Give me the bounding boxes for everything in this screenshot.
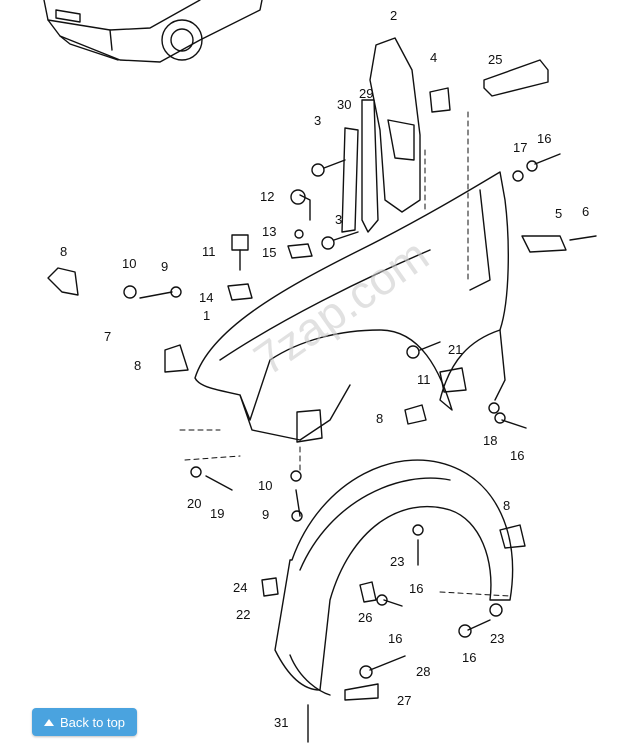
back-to-top-button[interactable]: Back to top [32,708,138,736]
callout: 8 [134,358,141,373]
callout: 26 [358,610,372,625]
callout: 9 [161,259,168,274]
callout: 16 [388,631,402,646]
callout-labels: 1 2 3 3 4 5 6 8 8 8 8 9 9 10 10 11 11 12… [60,8,589,730]
callout: 5 [555,206,562,221]
callout: 10 [258,478,272,493]
callout: 10 [122,256,136,271]
callout: 19 [210,506,224,521]
callout: 30 [337,97,351,112]
callout: 8 [376,411,383,426]
callout: 22 [236,607,250,622]
callout: 23 [490,631,504,646]
callout: 20 [187,496,201,511]
callout: 6 [582,204,589,219]
fasteners [47,87,561,743]
wheelhouse-liner [274,459,514,696]
callout: 2 [390,8,397,23]
callout: 3 [314,113,321,128]
callout: 3 [335,212,342,227]
callout: 1 [203,308,210,323]
side-marker [521,235,597,253]
arrow-up-icon [44,718,54,726]
callout: 4 [430,50,437,65]
car-thumbnail [43,0,263,63]
callout: 8 [503,498,510,513]
seal-strip-30 [341,127,359,233]
callout: 18 [483,433,497,448]
seal-strip-29 [361,99,379,233]
callout: 12 [260,189,274,204]
callout: 11 [202,244,216,259]
callout: 11 [417,372,431,387]
callout: 31 [274,715,288,730]
callout: 9 [262,507,269,522]
callout: 13 [262,224,276,239]
callout: 27 [397,693,411,708]
callout: 28 [416,664,430,679]
callout: 8 [60,244,67,259]
callout: 29 [359,86,373,101]
callout: 24 [233,580,247,595]
callout: 16 [409,581,423,596]
back-to-top-label: Back to top [60,714,126,730]
upper-bracket [369,37,421,213]
callout: 16 [510,448,524,463]
callout: 7 [104,329,111,344]
block-25 [483,59,549,97]
fender-panel [194,171,509,443]
callout: 17 [513,140,527,155]
callout: 21 [448,342,462,357]
callout: 16 [537,131,551,146]
callout: 14 [199,290,213,305]
callout: 16 [462,650,476,665]
callout: 25 [488,52,502,67]
reference-lines [179,111,511,597]
callout: 23 [390,554,404,569]
callout: 15 [262,245,276,260]
